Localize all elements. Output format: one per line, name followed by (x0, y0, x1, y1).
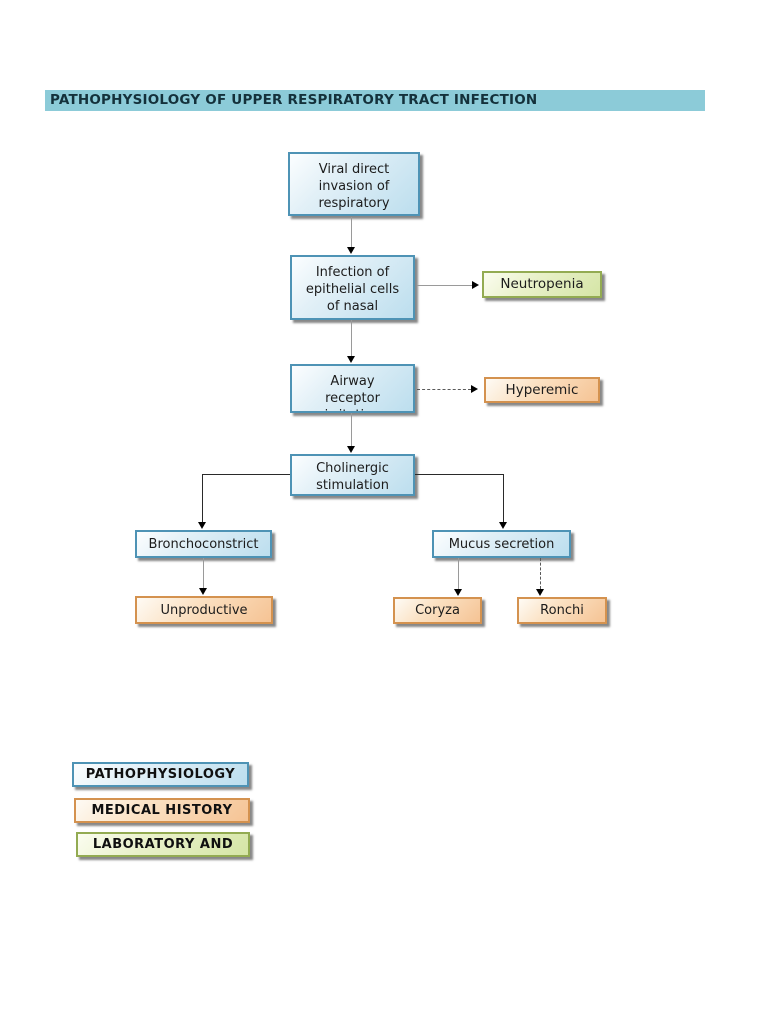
flow-node-viral-invasion: Viral direct invasion of respiratory epi… (288, 152, 420, 216)
connector-infection-to-neutropenia (417, 285, 472, 286)
node-text-line: receptor (325, 391, 380, 406)
legend-item-pathophysiology: PATHOPHYSIOLOGY (72, 762, 249, 787)
arrowhead-down-icon (536, 589, 544, 596)
node-text-line: Airway (330, 374, 375, 389)
node-text-line: Viral direct (318, 162, 390, 177)
node-text-line: epithelial cells (305, 282, 400, 297)
node-text-line: respiratory (318, 196, 390, 211)
node-text-line: of nasal (326, 299, 379, 314)
connector-airway-to-cholinergic (351, 413, 352, 446)
connector-mucus-to-ronchi (540, 558, 541, 589)
connector-cholinergic-to-bronchoconstrict (202, 474, 203, 522)
connector-airway-to-hyperemic (417, 389, 471, 390)
node-text-line: Bronchoconstrict (148, 536, 259, 552)
flow-node-mucus-secretion: Mucus secretion (432, 530, 571, 558)
flow-node-unproductive: Unproductive cough (135, 596, 273, 624)
arrowhead-down-icon (347, 356, 355, 363)
arrowhead-right-icon (471, 385, 478, 393)
node-text-line: invasion of (318, 179, 390, 194)
arrowhead-down-icon (499, 522, 507, 529)
node-text-line-clipped: irritation (292, 407, 413, 411)
flow-node-cholinergic: Cholinergic stimulation (290, 454, 415, 496)
node-text-line: Coryza (415, 603, 460, 618)
page-title: PATHOPHYSIOLOGY OF UPPER RESPIRATORY TRA… (45, 90, 705, 111)
connector-mucus-to-coryza (458, 558, 459, 589)
node-text-line: Ronchi (540, 603, 584, 618)
node-text-line: Infection of (315, 265, 390, 280)
node-text-line: Neutropenia (500, 276, 584, 292)
flow-node-hyperemic: Hyperemic (484, 377, 600, 403)
flow-node-ronchi: Ronchi (517, 597, 607, 624)
flow-node-airway-receptor: Airway receptor irritation (290, 364, 415, 413)
node-text-line: Mucus secretion (448, 536, 555, 552)
node-text-line: Hyperemic (505, 381, 579, 398)
node-text-line: Unproductive (160, 603, 248, 618)
arrowhead-right-icon (472, 281, 479, 289)
arrowhead-down-icon (199, 588, 207, 595)
connector-cholinergic-branch-right (415, 474, 503, 475)
connector-infection-to-airway (351, 320, 352, 356)
connector-bronchoconstrict-to-unproductive (203, 558, 204, 588)
arrowhead-down-icon (347, 247, 355, 254)
node-text-line: stimulation (316, 478, 389, 493)
arrowhead-down-icon (347, 446, 355, 453)
flow-node-coryza: Coryza (393, 597, 482, 624)
arrowhead-down-icon (454, 589, 462, 596)
node-text-line: Cholinergic (316, 461, 389, 476)
connector-cholinergic-to-mucus (503, 474, 504, 522)
connector-viral-to-infection (351, 217, 352, 247)
node-text-line-clipped: epithelium (290, 212, 418, 214)
connector-cholinergic-branch-left (202, 474, 290, 475)
flow-node-bronchoconstrict: Bronchoconstrict (135, 530, 272, 558)
flow-node-neutropenia: Neutropenia (482, 271, 602, 298)
flow-node-infection-epithelial: Infection of epithelial cells of nasal (290, 255, 415, 320)
arrowhead-down-icon (198, 522, 206, 529)
legend-item-laboratory: LABORATORY AND (76, 832, 250, 857)
legend-item-medical-history: MEDICAL HISTORY (74, 798, 250, 823)
node-text-line-clipped: cough (137, 621, 271, 622)
